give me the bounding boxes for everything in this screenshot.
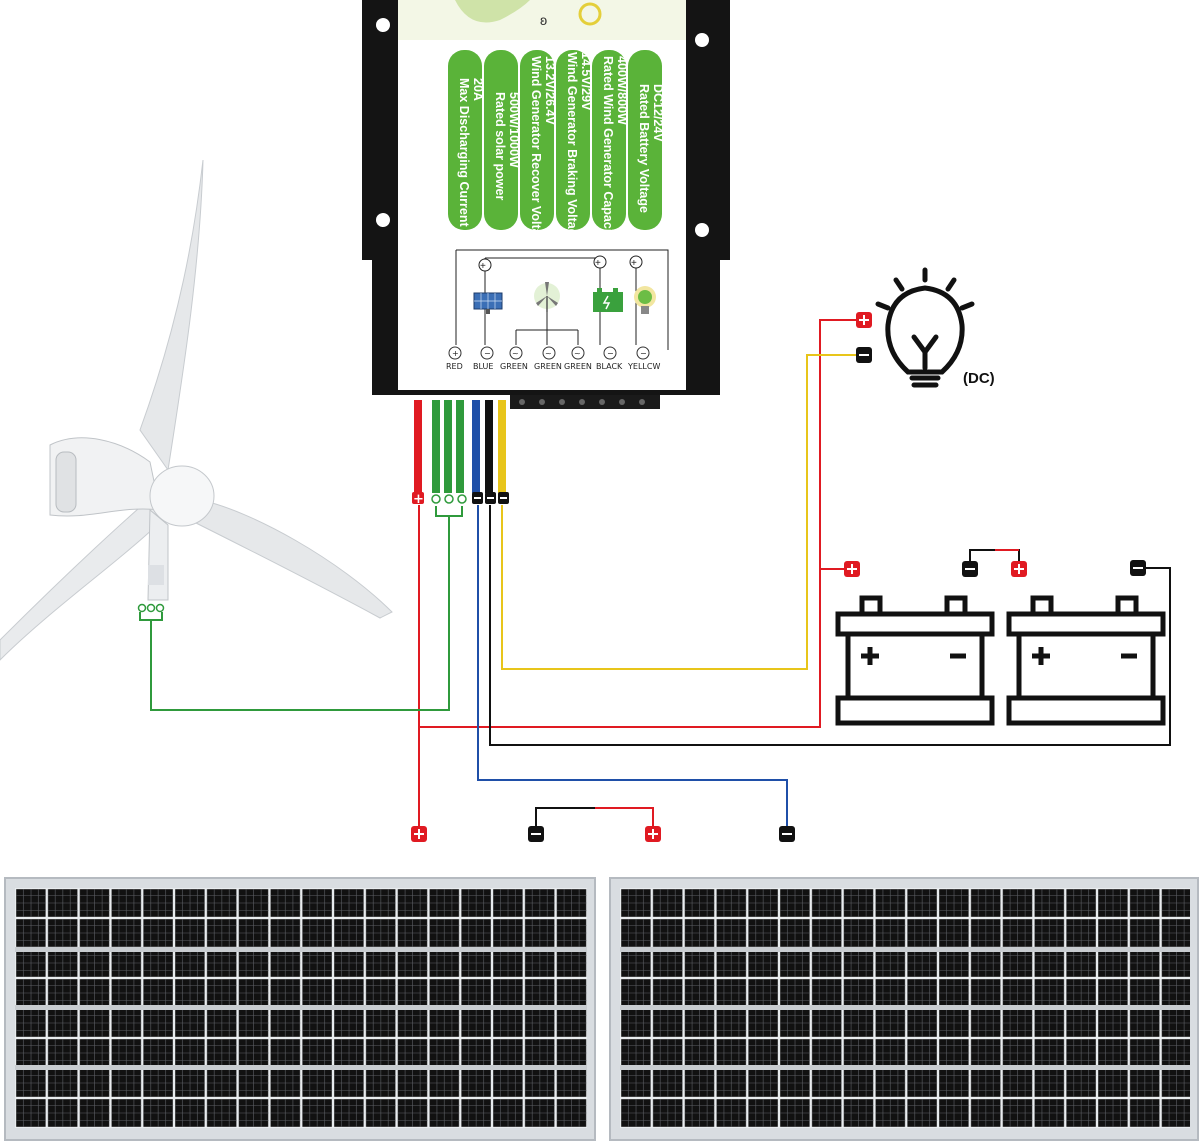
battery-icon	[593, 288, 623, 312]
spec-bar	[592, 50, 626, 230]
wires	[139, 319, 1171, 827]
mount-hole	[695, 223, 709, 237]
terminal-row: + − ~ ~ ~ − − RED BLUE GREEN GREEN GREEN…	[446, 346, 660, 371]
terminal-symbol: ~	[545, 349, 552, 358]
terminal-label: YELLCW	[627, 362, 660, 371]
panel-series-link	[535, 807, 654, 827]
red-wire	[819, 319, 858, 569]
terminal-label: BLUE	[473, 362, 493, 371]
solar-panel-icon	[473, 292, 503, 314]
red-wire	[419, 568, 846, 728]
solar-panel-2	[609, 877, 1199, 1141]
green-cable	[432, 400, 440, 493]
spec-bar	[520, 50, 554, 230]
terminal-symbol: −	[640, 349, 647, 358]
battery-1	[835, 595, 995, 726]
black-cable	[485, 400, 493, 493]
spec-bar	[628, 50, 662, 230]
green-cable	[444, 400, 452, 493]
spec-value: DC12/24V	[651, 84, 665, 142]
svg-text:+: +	[631, 258, 637, 269]
terminal-label: GREEN	[500, 362, 528, 371]
mount-hole	[376, 213, 390, 227]
cable-ferrules: +	[412, 492, 509, 507]
terminal-symbol: ~	[512, 349, 519, 358]
positive-marker	[856, 312, 872, 328]
negative-marker	[856, 347, 872, 363]
yellow-cable	[498, 400, 506, 493]
leaf-icon: ʚ	[540, 12, 547, 28]
blue-wire	[477, 505, 788, 827]
negative-marker	[779, 826, 795, 842]
spec-value: 20A	[471, 78, 485, 101]
spec-value: 13.2V/26.4V	[543, 56, 557, 125]
negative-marker	[962, 561, 978, 577]
green-cable	[456, 400, 464, 493]
load-label: (DC)	[963, 370, 995, 387]
yellow-wire	[501, 354, 858, 670]
spec-title: Wind Generator Braking Voltage	[565, 52, 579, 243]
black-wire	[489, 505, 1171, 746]
red-cable	[414, 400, 422, 493]
spec-value: 400W/800W	[615, 56, 629, 125]
polarity-markers	[411, 312, 1146, 842]
mount-hole	[695, 33, 709, 47]
spec-title: Max Discharging Current	[457, 78, 471, 227]
positive-marker	[411, 826, 427, 842]
negative-marker	[528, 826, 544, 842]
wind-turbine	[0, 159, 393, 661]
spec-bar	[448, 50, 482, 230]
terminal-symbol: ~	[574, 349, 581, 358]
spec-bar	[556, 50, 590, 230]
svg-text:+: +	[480, 261, 486, 272]
charge-controller: ʚ Rated Battery Voltage DC12/24V Rated W…	[362, 0, 730, 409]
terminal-label: GREEN	[534, 362, 562, 371]
terminal-symbol: +	[452, 349, 459, 358]
mount-hole	[376, 18, 390, 32]
negative-marker	[1130, 560, 1146, 576]
turbine-hub	[149, 465, 215, 527]
positive-marker	[1011, 561, 1027, 577]
spec-bar	[484, 50, 518, 230]
spec-title: Rated Wind Generator Capacity	[601, 56, 615, 243]
svg-text:+: +	[413, 492, 424, 507]
positive-marker	[844, 561, 860, 577]
controller-cables	[414, 400, 506, 493]
spec-title: Rated solar power	[493, 92, 507, 200]
blue-cable	[472, 400, 480, 493]
terminal-label: BLACK	[596, 362, 623, 371]
wind-turbine-icon	[534, 282, 560, 312]
terminal-symbol: −	[484, 349, 491, 358]
battery-2	[1006, 595, 1166, 726]
spec-title: Rated Battery Voltage	[637, 84, 651, 213]
svg-text:+: +	[595, 258, 601, 269]
terminal-label: GREEN	[564, 362, 592, 371]
positive-marker	[645, 826, 661, 842]
terminal-label: RED	[446, 362, 463, 371]
battery-series-link	[969, 549, 1020, 565]
green-wire	[139, 506, 463, 711]
spec-value: 14.5V/29V	[579, 52, 593, 111]
terminal-symbol: −	[607, 349, 614, 358]
spec-value: 500W/1000W	[507, 92, 521, 168]
spec-bars: Rated Battery Voltage DC12/24V Rated Win…	[448, 50, 665, 250]
spec-title: Wind Generator Recover Voltage	[529, 56, 543, 250]
load-bulb-icon	[875, 267, 975, 388]
solar-panel-1	[4, 877, 596, 1141]
light-bulb-icon	[634, 286, 656, 314]
